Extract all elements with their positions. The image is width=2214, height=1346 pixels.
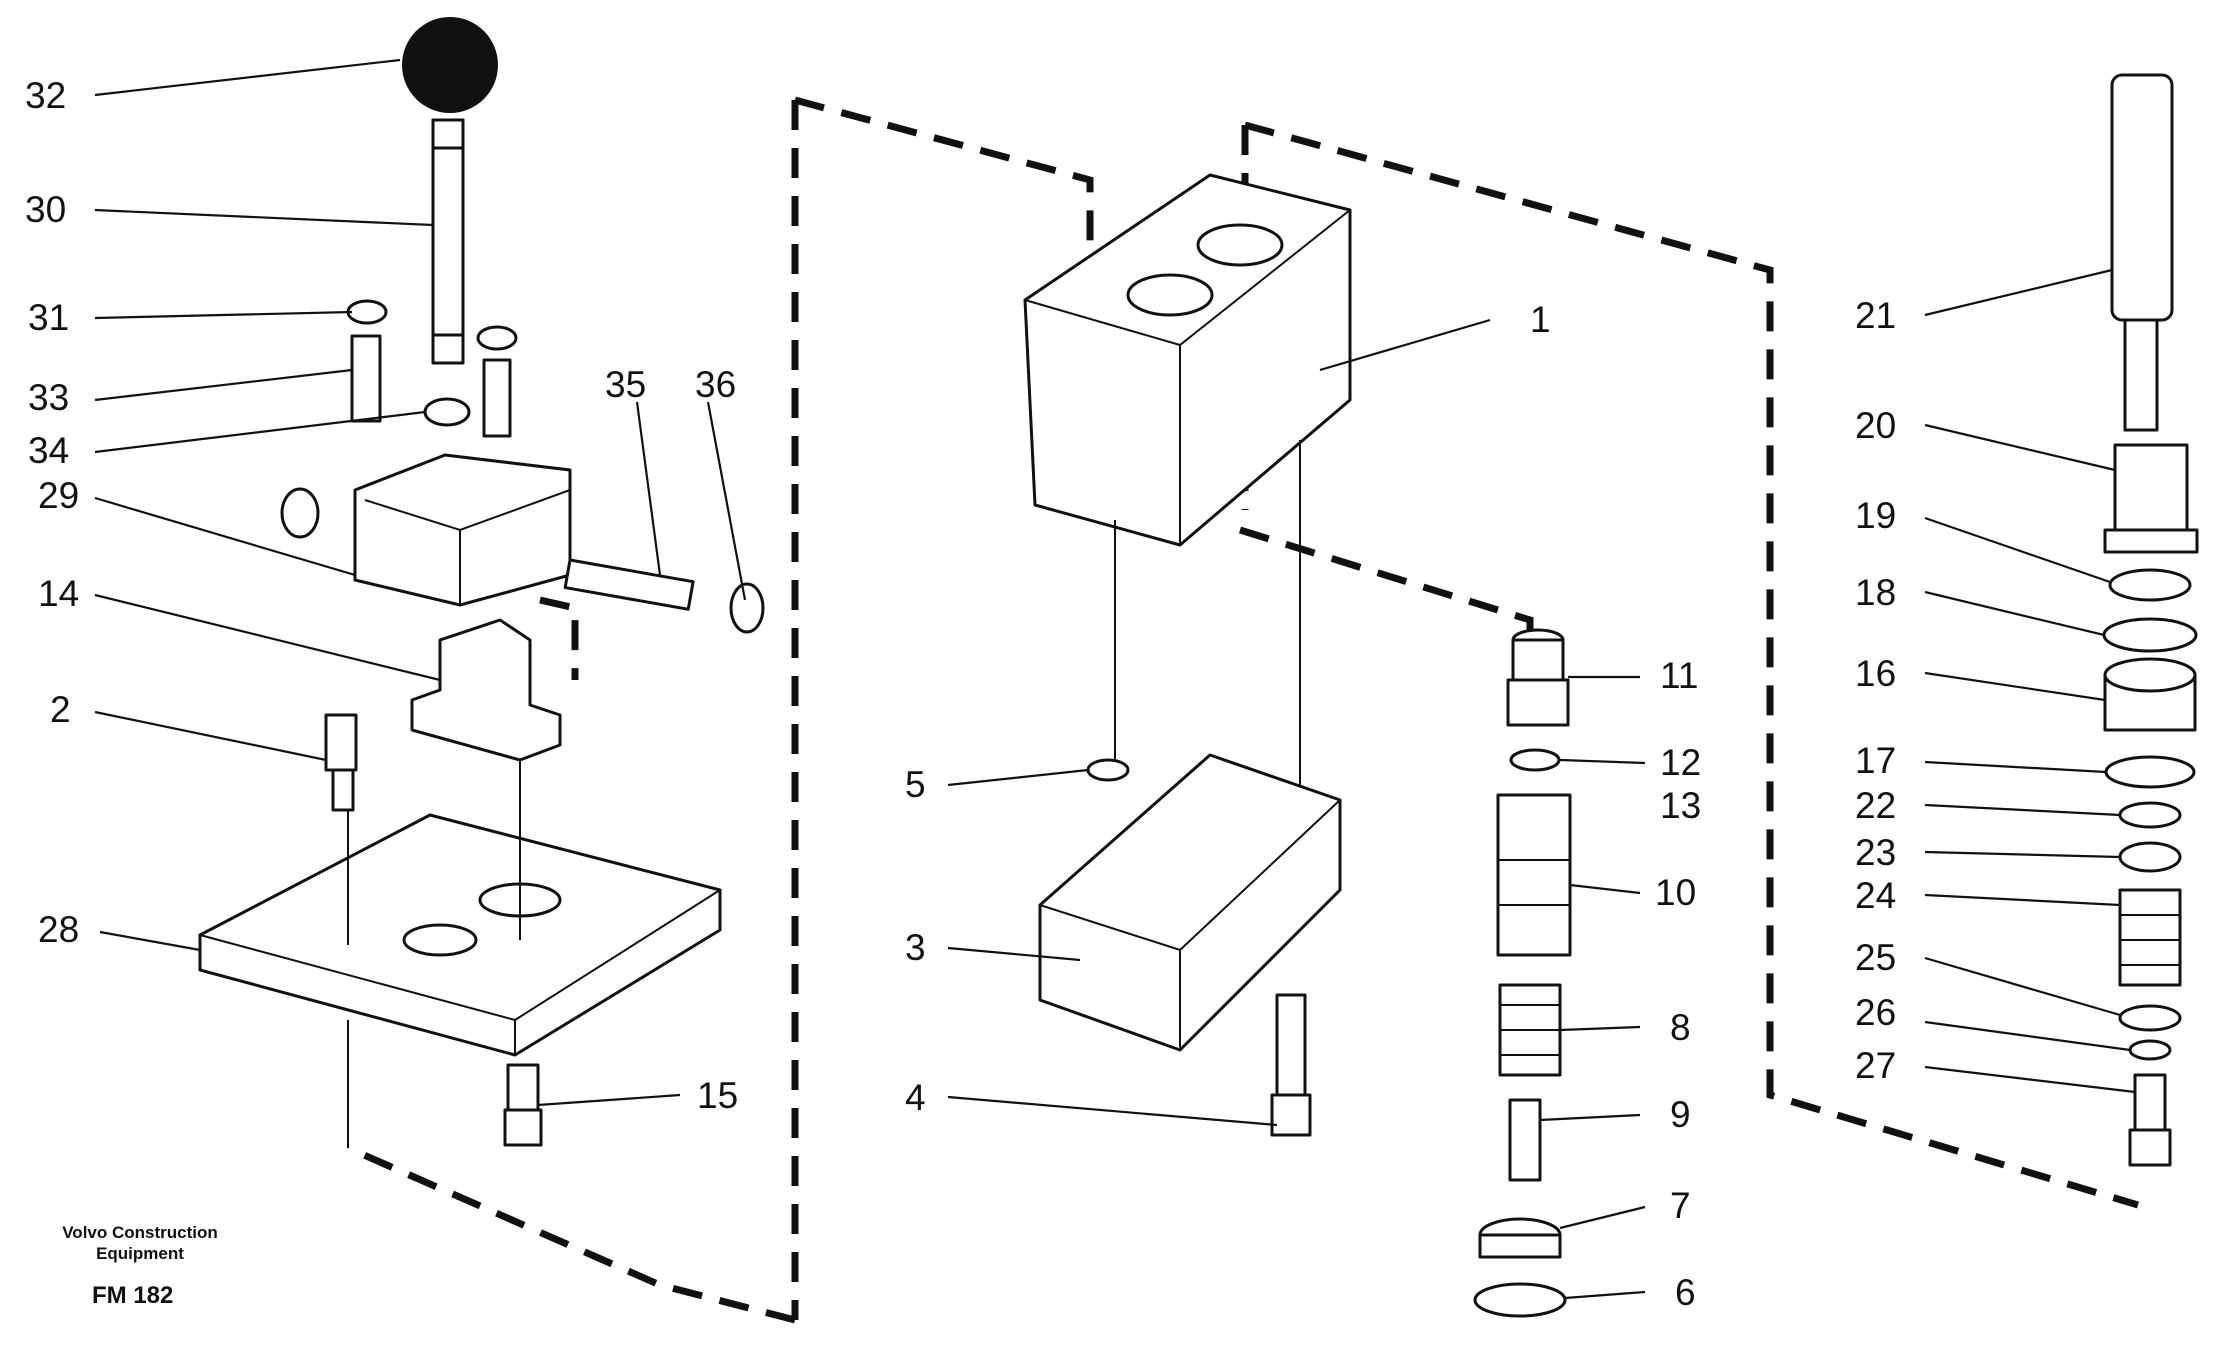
callout-18: 18 — [1855, 572, 1896, 613]
pin-35 — [563, 558, 695, 611]
callout-19: 19 — [1855, 495, 1896, 536]
washer-25 — [2118, 1004, 2182, 1032]
callout-13: 13 — [1660, 785, 1701, 826]
callout-35: 35 — [605, 364, 646, 405]
spool-9 — [1508, 1098, 1542, 1182]
washer-19 — [2108, 568, 2192, 602]
screw-15 — [506, 1063, 540, 1112]
lever-shaft-30 — [431, 118, 465, 362]
washer-22 — [2118, 801, 2182, 829]
callout-25: 25 — [1855, 937, 1896, 978]
callout-34: 34 — [28, 430, 69, 471]
callout-9: 9 — [1670, 1094, 1691, 1135]
screw-4 — [1275, 993, 1307, 1097]
left-assembly — [198, 17, 765, 1147]
lower-block-3 — [1038, 753, 1342, 1052]
callout-28: 28 — [38, 909, 79, 950]
callout-labels: 32 30 31 33 34 29 14 2 28 15 35 36 1 5 3… — [25, 75, 1896, 1313]
o-ring-6 — [1473, 1282, 1567, 1318]
leader-lines — [94, 58, 2136, 1300]
spool-stack — [1473, 628, 1572, 1318]
screw-2 — [324, 713, 358, 772]
spring-24 — [2118, 888, 2182, 987]
o-ring-18 — [2102, 617, 2198, 653]
callout-10: 10 — [1655, 872, 1696, 913]
center-assembly — [1023, 173, 1352, 1137]
callout-15: 15 — [697, 1075, 738, 1116]
manufacturer-caption: Volvo Construction Equipment — [62, 1223, 218, 1263]
plunger-11 — [1511, 638, 1565, 682]
callout-31: 31 — [28, 297, 69, 338]
callout-7: 7 — [1670, 1185, 1691, 1226]
callout-24: 24 — [1855, 875, 1896, 916]
callout-6: 6 — [1675, 1272, 1696, 1313]
sleeve-10 — [1496, 793, 1572, 957]
callout-17: 17 — [1855, 740, 1896, 781]
callout-26: 26 — [1855, 992, 1896, 1033]
callout-33: 33 — [28, 377, 69, 418]
callout-14: 14 — [38, 573, 79, 614]
callout-16: 16 — [1855, 653, 1896, 694]
callout-4: 4 — [905, 1077, 926, 1118]
callout-3: 3 — [905, 927, 926, 968]
callout-8: 8 — [1670, 1007, 1691, 1048]
nut-34 — [423, 397, 471, 427]
callout-36: 36 — [695, 364, 736, 405]
callout-21: 21 — [1855, 295, 1896, 336]
callout-5: 5 — [905, 764, 926, 805]
ring-26 — [2128, 1039, 2172, 1061]
callout-1: 1 — [1530, 299, 1551, 340]
clip-36 — [729, 582, 765, 634]
o-ring-17 — [2104, 755, 2196, 789]
figure-code: FM 182 — [92, 1282, 174, 1309]
holder-14 — [410, 618, 562, 762]
guide-20 — [2113, 443, 2189, 532]
screw-27 — [2133, 1073, 2167, 1132]
push-rod-21 — [2110, 73, 2174, 322]
callout-11: 11 — [1660, 655, 1698, 696]
callout-2: 2 — [50, 689, 71, 730]
callout-23: 23 — [1855, 832, 1896, 873]
callout-12: 12 — [1660, 742, 1701, 783]
seat-23 — [2118, 841, 2182, 873]
nut-31 — [346, 299, 388, 325]
callout-30: 30 — [25, 189, 66, 230]
callout-22: 22 — [1855, 785, 1896, 826]
callout-32: 32 — [25, 75, 66, 116]
knob-32 — [402, 17, 498, 113]
right-stack — [2102, 73, 2199, 1167]
o-ring-5 — [1086, 758, 1130, 782]
callout-27: 27 — [1855, 1045, 1896, 1086]
washer-12 — [1509, 748, 1561, 772]
callout-20: 20 — [1855, 405, 1896, 446]
valve-housing-1 — [1023, 173, 1352, 547]
callout-29: 29 — [38, 475, 79, 516]
